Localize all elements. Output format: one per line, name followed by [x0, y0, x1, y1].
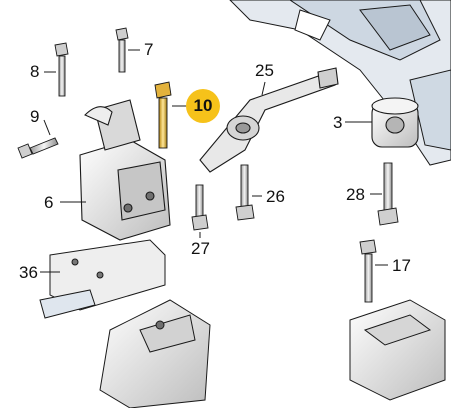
callout-36: 36: [19, 263, 38, 282]
bolt-8: [54, 42, 69, 97]
callout-9: 9: [30, 107, 40, 126]
bushing-3: [371, 97, 419, 148]
subframe: [229, 0, 451, 166]
callout-8: 8: [30, 62, 40, 81]
callout-17: 17: [392, 256, 411, 275]
bracket-36: [39, 239, 166, 319]
bolt-17: [359, 239, 377, 303]
engine-mount-6: [79, 99, 171, 241]
leader-lines: [40, 49, 388, 273]
bolt-7: [115, 27, 129, 73]
gearbox-mount: [349, 299, 446, 401]
callout-27: 27: [191, 239, 210, 258]
bolt-9: [17, 137, 59, 159]
torque-rod-25: [199, 67, 339, 173]
callout-7: 7: [144, 40, 154, 59]
callout-6: 6: [44, 193, 54, 212]
bolt-27: [191, 184, 209, 231]
callout-28: 28: [346, 185, 365, 204]
bolt-28: [377, 162, 399, 226]
callout-3: 3: [333, 113, 343, 132]
bolt-26: [235, 164, 255, 221]
callout-25: 25: [255, 61, 274, 80]
gearbox-bracket: [99, 299, 211, 408]
bolt-10: [154, 81, 172, 149]
callout-10-highlight: 10: [186, 89, 220, 123]
callout-26: 26: [266, 187, 285, 206]
callout-10: 10: [193, 96, 213, 115]
